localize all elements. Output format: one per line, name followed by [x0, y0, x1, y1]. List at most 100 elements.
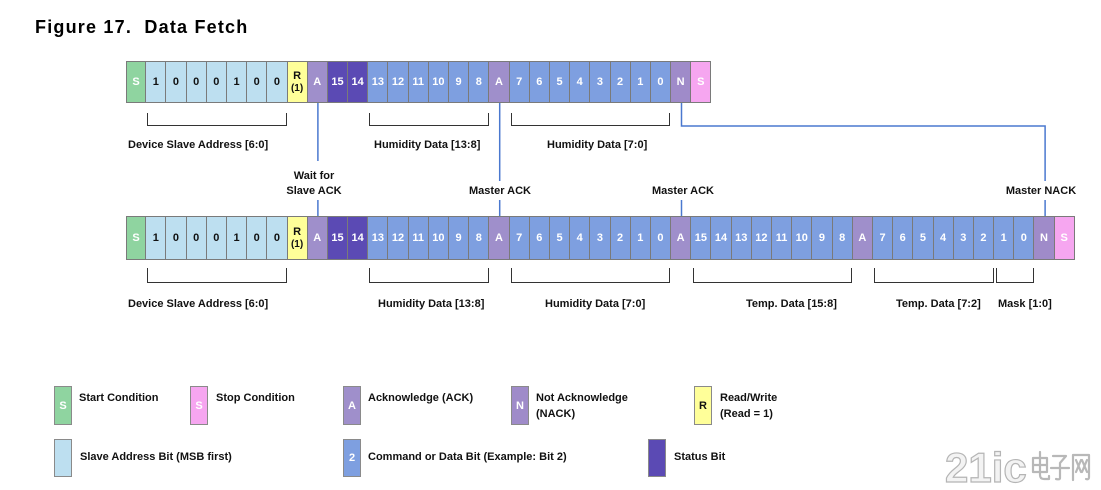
- swatch-symbol: N: [516, 399, 524, 412]
- cell-label: A: [494, 76, 503, 88]
- legend-label: Not Acknowledge (NACK): [536, 390, 628, 422]
- data-bit-cell: 2: [610, 216, 631, 260]
- data-bit-cell: 11: [772, 216, 793, 260]
- cell-label: 8: [475, 76, 482, 88]
- data-bit-cell: 5: [913, 216, 934, 260]
- data-bit-cell: 7: [509, 216, 530, 260]
- cell-label: N: [1040, 232, 1048, 244]
- master-nack-connector-upper: [680, 103, 1046, 181]
- data-bit-cell: 8: [469, 61, 490, 103]
- cell-label: 4: [576, 76, 583, 88]
- master-ack-label: Master ACK: [469, 185, 531, 197]
- cell-label: 1: [637, 232, 644, 244]
- slave-address-bit-cell: 0: [206, 216, 227, 260]
- data-bit-cell: 6: [893, 216, 914, 260]
- start-condition-cell: S: [126, 216, 147, 260]
- cell-label: 14: [714, 232, 728, 244]
- data-bit-cell: 4: [933, 216, 954, 260]
- cell-label: S: [132, 76, 140, 88]
- field-label: Temp. Data [15:8]: [746, 298, 837, 310]
- ack-cell: A: [671, 216, 692, 260]
- data-bit-cell: 0: [1014, 216, 1035, 260]
- field-label: Device Slave Address [6:0]: [128, 139, 269, 151]
- cell-label: 0: [193, 232, 200, 244]
- status-bit-cell: 15: [327, 216, 349, 260]
- cell-label: N: [676, 76, 685, 88]
- ack-swatch: A: [343, 386, 361, 425]
- cell-label: 7: [516, 232, 523, 244]
- legend-label: Start Condition: [79, 390, 158, 406]
- read-write-bit-cell: R(1): [287, 216, 308, 260]
- data-bit-cell: 8: [832, 216, 853, 260]
- data-bit-cell: 3: [590, 216, 611, 260]
- cell-label: 0: [273, 232, 280, 244]
- ack-cell: A: [489, 216, 510, 260]
- cell-label: 14: [351, 232, 364, 244]
- cell-label: 0: [657, 76, 664, 88]
- cell-label: 1: [233, 232, 240, 244]
- data-bit-cell: 1: [630, 216, 651, 260]
- svg-text:21ic: 21ic: [945, 444, 1027, 488]
- master-ack-label-second: Master ACK: [652, 185, 714, 197]
- field-label: Humidity Data [7:0]: [547, 139, 648, 151]
- field-label: Humidity Data [13:8]: [378, 298, 485, 310]
- data-bit-cell: 5: [549, 216, 571, 260]
- data-bit-cell: 2: [973, 216, 995, 260]
- legend-label-line: Command or Data Bit (Example: Bit 2): [368, 451, 567, 463]
- cell-label: 0: [657, 232, 664, 244]
- data-bit-cell: 10: [428, 216, 449, 260]
- legend-label-line: Start Condition: [79, 392, 159, 404]
- cell-label: 0: [172, 76, 180, 88]
- cell-label: 5: [919, 232, 926, 244]
- cell-label: 1: [1000, 232, 1007, 244]
- cell-label: A: [858, 232, 867, 244]
- legend-label-line: Stop Condition: [216, 392, 295, 404]
- cell-label: 0: [273, 76, 280, 88]
- data-bit-cell: 14: [711, 216, 732, 260]
- cell-sublabel: (1): [290, 238, 304, 250]
- cell-label: 12: [391, 232, 405, 244]
- cell-label: 0: [213, 76, 220, 88]
- slave-address-bit-cell: 0: [247, 216, 268, 260]
- data-bit-cell: 6: [529, 61, 550, 103]
- stop-condition-cell: S: [1054, 216, 1075, 260]
- ack-cell: A: [307, 61, 328, 103]
- cell-label: R: [293, 225, 302, 238]
- field-bracket: [692, 268, 853, 283]
- cell-label: 7: [879, 232, 886, 244]
- cell-label: S: [1060, 232, 1068, 244]
- legend-label-line: Read/Write: [720, 392, 778, 404]
- legend-label: Acknowledge (ACK): [368, 390, 473, 406]
- data-bit-cell: 0: [650, 216, 672, 260]
- cell-label: 12: [755, 232, 768, 244]
- cell-label: 3: [596, 232, 603, 244]
- cell-label: 1: [637, 76, 644, 88]
- cell-label: 10: [432, 232, 445, 244]
- legend-label-line: Not Acknowledge: [536, 392, 628, 404]
- cell-label: A: [313, 232, 322, 244]
- cell-label: S: [697, 76, 705, 88]
- data-bit-cell: 12: [751, 216, 772, 260]
- nack-cell: N: [1034, 216, 1055, 260]
- cell-label: 4: [940, 232, 947, 244]
- cell-label: 11: [412, 232, 425, 244]
- data-bit-cell: 1: [994, 216, 1015, 260]
- swatch-symbol: S: [195, 399, 203, 412]
- nack-swatch: N: [511, 386, 529, 425]
- cell-label: 10: [432, 76, 445, 88]
- cell-sublabel: (1): [290, 82, 304, 94]
- cell-label: 15: [331, 76, 344, 88]
- data-bit-cell: 11: [408, 61, 429, 103]
- field-label: Device Slave Address [6:0]: [128, 298, 269, 310]
- data-bit-cell: 13: [368, 216, 389, 260]
- slave-address-bit-cell: 1: [146, 216, 167, 260]
- stop-condition-cell: S: [691, 61, 712, 103]
- slave-address-bit-cell: 0: [206, 61, 227, 103]
- cell-label: 15: [331, 232, 344, 244]
- slave-address-bit-cell: 0: [186, 61, 207, 103]
- cell-label: 1: [233, 76, 240, 88]
- legend-label: Status Bit: [674, 449, 725, 465]
- cell-label: 2: [617, 76, 624, 88]
- data-bit-cell: 13: [731, 216, 752, 260]
- cell-label: 6: [536, 232, 543, 244]
